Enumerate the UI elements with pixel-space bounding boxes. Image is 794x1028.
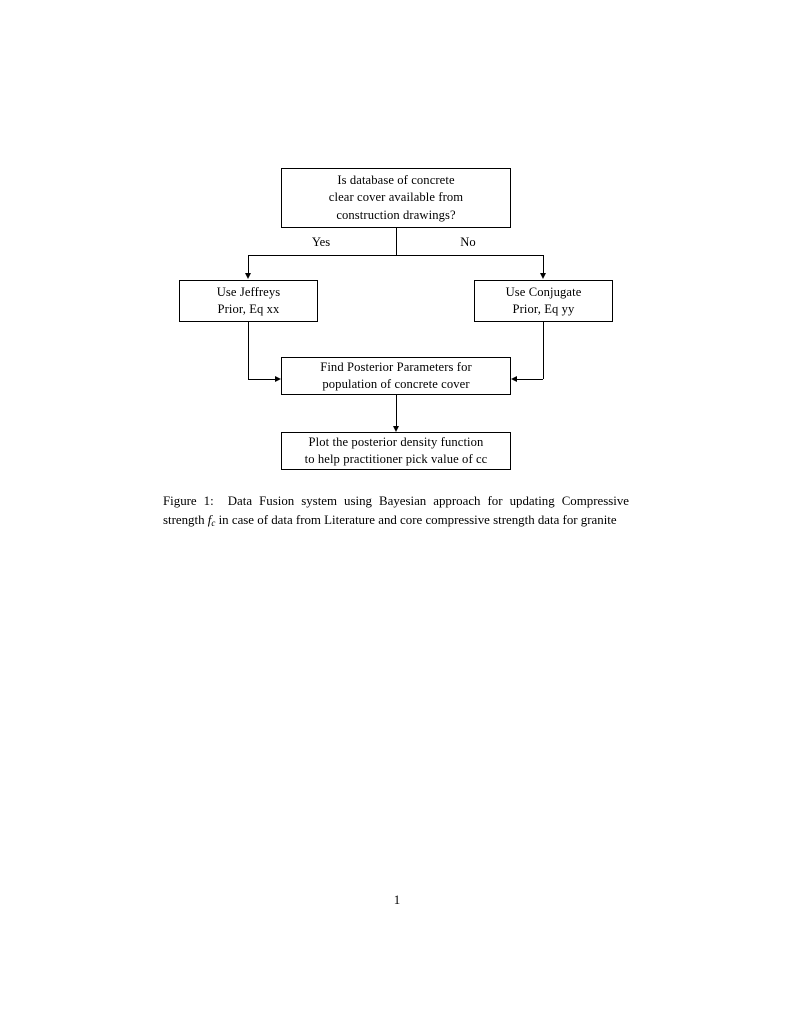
flow-node-plot-line-1: Plot the posterior density function (308, 434, 484, 449)
arrow-into-jeffreys (244, 273, 251, 279)
arrow-into-conjugate (539, 273, 546, 279)
flow-node-conjugate-line-1: Use Conjugate (505, 284, 582, 299)
arrow-into-plot (392, 426, 399, 432)
flow-node-plot: Plot the posterior density function to h… (281, 432, 511, 470)
branch-label-no: No (460, 235, 476, 249)
figure-caption-text-2: in case of data from Literature and core… (218, 513, 617, 528)
figure-caption-text-1: Data Fusion system using Bayesian approa… (163, 494, 630, 528)
connector-question-stem (396, 228, 397, 255)
branch-label-yes: Yes (311, 235, 331, 249)
page-number: 1 (393, 893, 401, 907)
connector-split-bar (248, 255, 544, 256)
figure-caption-math-subscript: c (211, 518, 216, 529)
flow-node-posterior: Find Posterior Parameters for population… (281, 357, 511, 395)
flow-node-question-line-1: Is database of concrete (337, 172, 455, 187)
arrow-into-posterior-right (511, 375, 517, 382)
connector-no-drop (543, 255, 544, 273)
flow-node-question-line-2: clear cover available from (328, 190, 464, 205)
flow-node-plot-line-2: to help practitioner pick value of cc (304, 452, 488, 466)
flow-node-jeffreys-line-1: Use Jeffreys (216, 284, 281, 299)
flowchart-figure: Is database of concrete clear cover avai… (0, 0, 794, 500)
figure-caption-math-symbol: f (207, 513, 212, 528)
flow-node-posterior-line-2: population of concrete cover (322, 377, 470, 391)
flow-node-conjugate: Use Conjugate Prior, Eq yy (474, 280, 613, 322)
connector-jeffreys-right (248, 379, 275, 380)
flow-node-conjugate-line-2: Prior, Eq yy (512, 302, 575, 316)
connector-yes-drop (248, 255, 249, 273)
flow-node-question-line-3: construction drawings? (336, 207, 456, 222)
connector-conjugate-left (517, 379, 543, 380)
flow-node-jeffreys-line-2: Prior, Eq xx (217, 302, 280, 316)
connector-conjugate-down (543, 322, 544, 379)
connector-jeffreys-down (248, 322, 249, 379)
figure-caption: Figure 1: Data Fusion system using Bayes… (163, 492, 629, 533)
flow-node-jeffreys: Use Jeffreys Prior, Eq xx (179, 280, 318, 322)
flow-node-posterior-line-1: Find Posterior Parameters for (320, 359, 472, 374)
flow-node-question: Is database of concrete clear cover avai… (281, 168, 511, 228)
figure-caption-label: Figure 1: (163, 494, 214, 508)
connector-posterior-to-plot (396, 395, 397, 426)
arrow-into-posterior-left (275, 375, 281, 382)
